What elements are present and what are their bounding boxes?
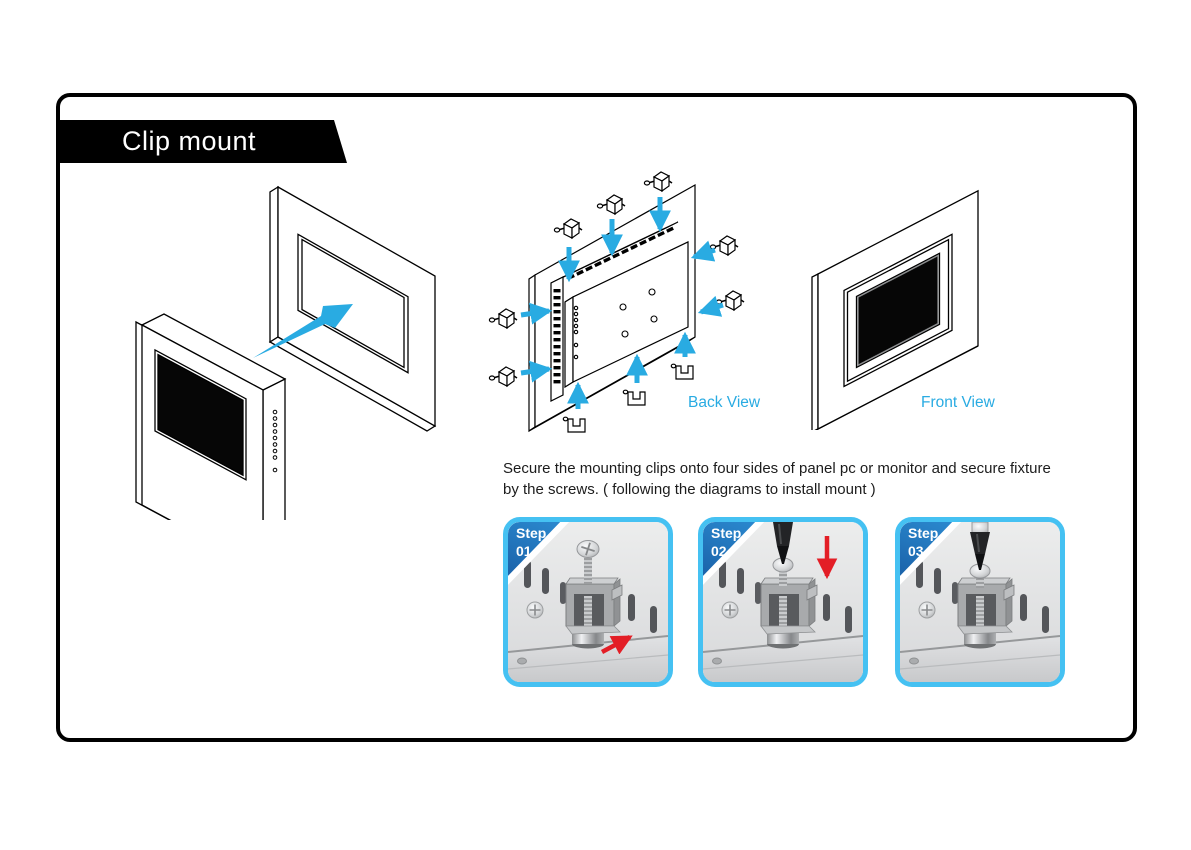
back-view-figure xyxy=(488,171,745,433)
instruction-line-1: Secure the mounting clips onto four side… xyxy=(503,460,1051,477)
step-2-photo xyxy=(703,522,863,682)
front-view-label: Front View xyxy=(921,394,995,411)
screwdriver-tip xyxy=(975,554,985,570)
front-view-figure xyxy=(811,170,1000,430)
insert-direction-arrow xyxy=(253,304,353,358)
screwdriver-shaft xyxy=(773,522,793,546)
back-view-label: Back View xyxy=(688,394,761,411)
screwdriver-tip xyxy=(777,546,789,564)
instruction-line-2: by the screws. ( following the diagrams … xyxy=(503,481,876,498)
step-1-photo xyxy=(508,522,668,682)
title-banner: Clip mount xyxy=(56,120,347,163)
exploded-view-figure xyxy=(125,185,437,520)
clip-arrows xyxy=(520,197,724,409)
screwdriver-shaft xyxy=(970,532,990,554)
step-3-photo xyxy=(900,522,1060,682)
step-1-red-arrow xyxy=(600,635,633,655)
instruction-text: Secure the mounting clips onto four side… xyxy=(503,458,1103,500)
page-title: Clip mount xyxy=(122,126,257,156)
